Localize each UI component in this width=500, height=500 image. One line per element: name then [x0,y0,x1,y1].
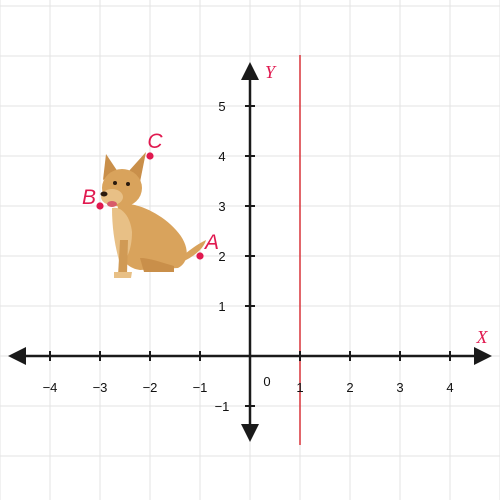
dog-paw [114,272,132,278]
y-tick-label: 2 [218,249,225,264]
dog-leg-front [118,240,128,276]
dog-nose [100,191,108,197]
point-c [146,152,154,160]
point-label-b: B [82,186,96,209]
x-tick-label: 2 [346,380,353,395]
point-label-c: C [147,130,163,153]
points: A B C [82,130,219,260]
dog-tail [180,240,206,262]
ticks: −4 −3 −2 −1 1 2 3 4 −1 1 2 3 4 5 [43,99,454,414]
origin-label: 0 [263,374,270,389]
x-tick-label: −3 [93,380,108,395]
x-tick-label: 1 [296,380,303,395]
axes [8,62,492,442]
x-axis-title: X [476,327,489,347]
point-label-a: A [203,231,219,254]
x-axis-arrow-left-icon [8,347,26,365]
dog-leg-back [140,258,174,272]
x-tick-label: −4 [43,380,58,395]
x-tick-label: −1 [193,380,208,395]
x-tick-label: 3 [396,380,403,395]
x-tick-label: 4 [446,380,453,395]
y-tick-label: 5 [218,99,225,114]
x-axis-arrow-right-icon [474,347,492,365]
y-axis-arrow-down-icon [241,424,259,442]
y-tick-label: 4 [218,149,225,164]
dog-eye-right [126,182,130,186]
y-axis-arrow-up-icon [241,62,259,80]
y-axis-title: Y [265,62,277,82]
y-tick-label: −1 [215,399,230,414]
dog-body [115,203,187,270]
dog-eye-left [113,181,117,185]
y-tick-label: 3 [218,199,225,214]
point-b [96,202,104,210]
y-tick-label: 1 [218,299,225,314]
x-tick-label: −2 [143,380,158,395]
point-a [196,252,204,260]
dog-image [100,152,206,278]
dog-tongue [107,201,117,207]
